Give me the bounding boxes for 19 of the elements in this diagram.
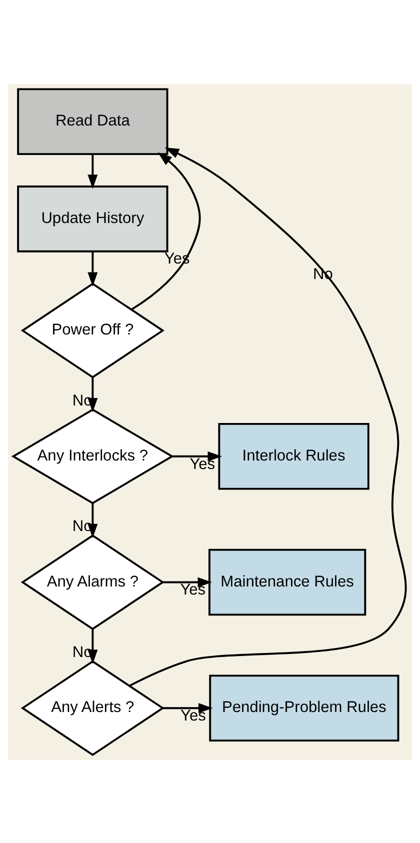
arrow	[129, 146, 407, 686]
edge-label: Yes	[190, 455, 216, 472]
node-diamond: Power Off ?	[20, 282, 164, 378]
node-diamond: Any Interlocks ?	[11, 408, 174, 504]
node-box: Maintenance Rules	[208, 548, 366, 616]
arrow	[163, 576, 212, 587]
arrow	[88, 251, 98, 286]
edge-label: Yes	[180, 707, 206, 724]
arrow	[131, 152, 201, 310]
arrow	[172, 450, 222, 461]
edge-label: Yes	[180, 581, 206, 598]
node-diamond: Any Alerts ?	[20, 660, 164, 756]
node-box: Pending-Problem Rules	[209, 674, 400, 741]
node-box: Interlock Rules	[218, 422, 370, 490]
node-diamond: Any Alarms ?	[20, 534, 164, 630]
node-box: Update History	[17, 185, 168, 252]
node-box: Read Data	[17, 88, 168, 155]
arrow	[88, 154, 98, 188]
arrow	[162, 702, 213, 713]
